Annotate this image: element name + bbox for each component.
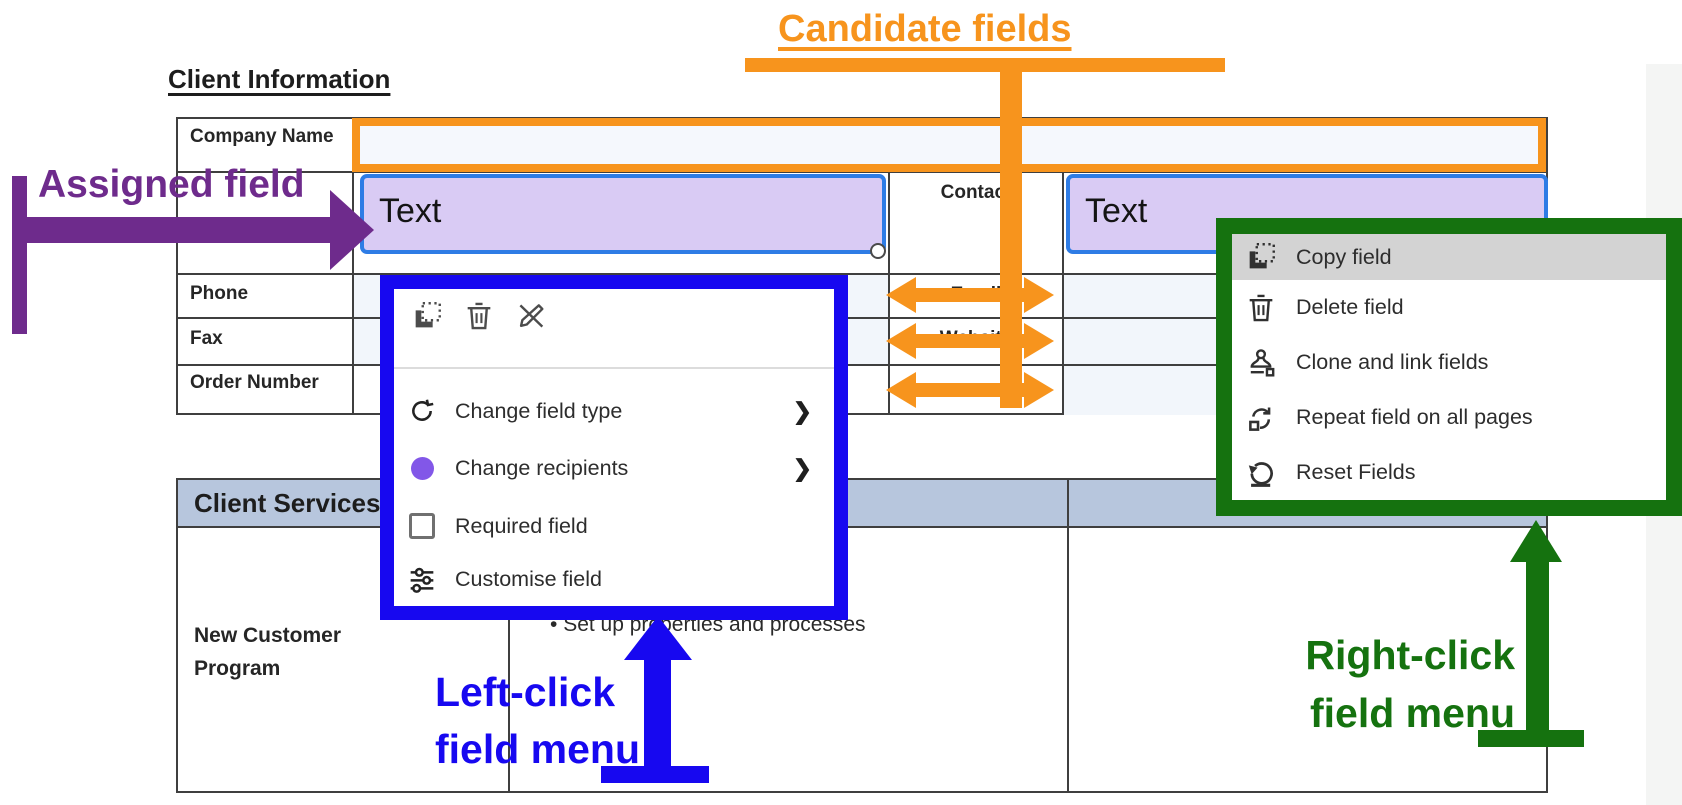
sliders-icon <box>406 563 438 595</box>
pen-slash-icon[interactable] <box>514 299 548 333</box>
menu-item-label: Change field type <box>455 398 623 423</box>
undo-icon <box>1244 456 1278 490</box>
delete-field-icon[interactable] <box>462 299 496 333</box>
copy-field-icon <box>1244 240 1278 274</box>
refresh-icon <box>406 395 438 427</box>
chevron-right-icon: ❯ <box>792 397 812 424</box>
right-click-field-menu: Copy field Delete field Clone and link f… <box>1216 218 1682 516</box>
repeat-pages-icon <box>1244 401 1278 435</box>
assigned-arrow-head <box>330 190 374 270</box>
candidate-fields-label: Candidate fields <box>778 8 1072 50</box>
menu-item-label: Delete field <box>1296 295 1404 319</box>
table-line <box>176 171 1548 173</box>
row-label-fax: Fax <box>190 328 223 349</box>
left-click-field-menu: Change field type ❯ Change recipients ❯ … <box>380 275 848 620</box>
menu-item-change-recipients[interactable]: Change recipients ❯ <box>394 442 834 494</box>
menu-item-clone-link-fields[interactable]: Clone and link fields <box>1232 335 1666 390</box>
menu-item-customise-field[interactable]: Customise field <box>394 555 834 603</box>
menu-item-change-field-type[interactable]: Change field type ❯ <box>394 385 834 437</box>
page-title: Client Information <box>168 64 391 94</box>
row-label-order: Order Number <box>190 372 319 393</box>
menu-item-label: Clone and link fields <box>1296 350 1489 374</box>
table-line <box>1067 478 1069 793</box>
left-click-menu-label: Left-click field menu <box>435 664 640 778</box>
right-click-arrow-base <box>1478 730 1584 747</box>
trash-icon <box>1244 291 1278 325</box>
right-click-arrow-shaft <box>1526 556 1549 736</box>
left-click-arrow-shaft <box>644 652 671 770</box>
assigned-arrow-shaft <box>20 217 332 243</box>
candidate-field-company[interactable] <box>352 118 1546 172</box>
assigned-field-label: Assigned field <box>38 163 305 206</box>
menu-divider <box>394 367 834 369</box>
right-click-label-line1: Right-click <box>1305 632 1515 678</box>
right-click-label-line2: field menu <box>1309 690 1515 736</box>
table-line <box>176 273 1548 275</box>
chevron-right-icon: ❯ <box>792 454 812 481</box>
double-arrow-icon <box>886 323 1054 359</box>
double-arrow-icon <box>886 277 1054 313</box>
menu-item-label: Required field <box>455 513 588 538</box>
services-header-left: Client Services <box>194 488 381 518</box>
table-line <box>176 364 1548 366</box>
left-click-arrow-base <box>601 766 709 783</box>
col-label-contact: Contact <box>940 182 1012 203</box>
menu-item-label: Repeat field on all pages <box>1296 405 1533 429</box>
program-label-line2: Program <box>194 657 281 680</box>
menu-item-copy-field[interactable]: Copy field <box>1232 234 1666 280</box>
menu-item-repeat-field[interactable]: Repeat field on all pages <box>1232 390 1666 445</box>
menu-item-label: Change recipients <box>455 455 629 480</box>
left-click-label-line2: field menu <box>435 726 641 772</box>
menu-item-required-field[interactable]: Required field <box>394 500 834 552</box>
row-label-phone: Phone <box>190 283 249 304</box>
assigned-text-field-1[interactable]: Text <box>360 174 886 254</box>
stamp-icon <box>1244 346 1278 380</box>
assigned-arrow-tail-bar <box>12 176 27 334</box>
left-click-label-line1: Left-click <box>435 669 615 715</box>
menu-item-label: Copy field <box>1296 244 1392 269</box>
menu-item-label: Customise field <box>455 566 602 591</box>
checkbox-icon[interactable] <box>406 510 438 542</box>
candidate-pointer-stem <box>1000 58 1022 408</box>
double-arrow-icon <box>886 372 1054 408</box>
candidate-bracket-bar <box>745 58 1225 72</box>
menu-item-label: Reset Fields <box>1296 460 1416 484</box>
menu-item-delete-field[interactable]: Delete field <box>1232 280 1666 335</box>
table-line <box>1062 171 1064 415</box>
field-menu-toolbar <box>410 299 548 333</box>
copy-field-icon[interactable] <box>410 299 444 333</box>
row-label-company: Company Name <box>190 126 334 147</box>
field-resize-handle[interactable] <box>870 243 886 259</box>
menu-item-reset-fields[interactable]: Reset Fields <box>1232 445 1666 500</box>
bullet-glyph: • <box>550 613 558 636</box>
right-click-arrow-head <box>1510 520 1562 562</box>
program-label-line1: New Customer <box>194 624 342 647</box>
table-line <box>176 317 1548 319</box>
right-click-menu-label: Right-click field menu <box>1190 626 1515 742</box>
recipient-dot-icon <box>406 452 438 484</box>
table-line <box>508 478 510 793</box>
